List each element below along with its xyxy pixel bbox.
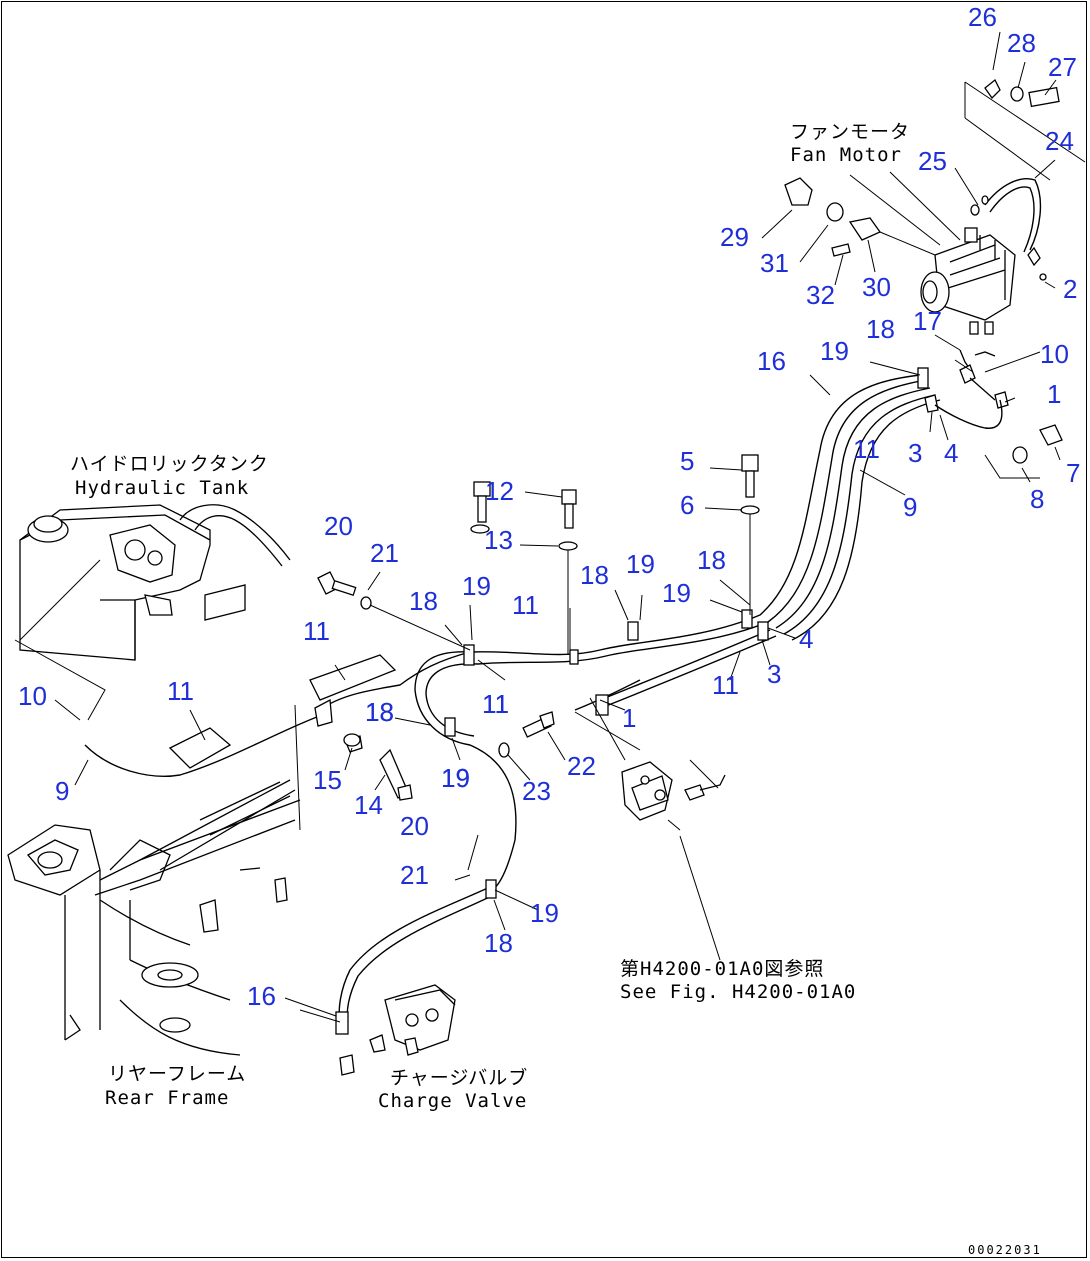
callout-21-b: 21 (400, 860, 429, 890)
callout-11-b: 11 (512, 590, 539, 620)
callout-14: 14 (354, 790, 383, 820)
callout-32: 32 (806, 280, 835, 310)
callout-8: 8 (1030, 484, 1044, 514)
callout-11-d: 11 (482, 689, 509, 719)
valve-block-see-fig (574, 697, 726, 961)
callout-4-a: 4 (944, 438, 958, 468)
callout-12: 12 (485, 476, 514, 506)
callout-1-b: 1 (622, 703, 636, 733)
callout-9-b: 9 (55, 776, 69, 806)
callout-25: 25 (918, 146, 947, 176)
fittings-29-32 (784, 177, 936, 257)
callout-21-a: 21 (370, 538, 399, 568)
callout-6: 6 (680, 490, 694, 520)
callout-18-f: 18 (365, 697, 394, 727)
hydraulic-tank-label-en: Hydraulic Tank (75, 477, 249, 499)
callout-18-b: 18 (580, 560, 609, 590)
callout-18-c: 18 (697, 545, 726, 575)
callout-18-g: 18 (484, 928, 513, 958)
charge-valve-label-jp: チャージバルブ (390, 1066, 528, 1089)
motor-fittings (924, 195, 1063, 479)
callout-19-c: 19 (662, 578, 691, 608)
callout-2: 2 (1063, 274, 1077, 304)
detail-panel (964, 81, 1086, 181)
callout-20-b: 20 (400, 811, 429, 841)
callout-31: 31 (760, 248, 789, 278)
see-fig-label-en: See Fig. H4200-01A0 (620, 981, 856, 1003)
callout-26: 26 (968, 2, 997, 32)
hose-24 (984, 178, 1042, 253)
fan-motor (920, 227, 1016, 373)
callout-11-f: 11 (167, 676, 194, 706)
callout-10-b: 10 (18, 681, 47, 711)
rear-frame-label-en: Rear Frame (105, 1087, 229, 1109)
callout-7: 7 (1066, 458, 1080, 488)
callout-19-f: 19 (441, 763, 470, 793)
callout-19-d: 19 (462, 571, 491, 601)
callout-20-a: 20 (324, 511, 353, 541)
callout-16-a: 16 (757, 346, 786, 376)
callout-19-b: 19 (626, 549, 655, 579)
callout-19-g: 19 (530, 898, 559, 928)
fastener-26-28-27 (984, 78, 1060, 108)
callout-19-e: 19 (441, 763, 470, 793)
callout-24: 24 (1045, 126, 1074, 156)
callout-11-c: 11 (303, 616, 330, 646)
rear-frame (7, 654, 397, 1056)
callout-16-b: 16 (247, 981, 276, 1011)
callout-9-a: 9 (903, 492, 917, 522)
callout-28: 28 (1007, 28, 1036, 58)
callout-19-a: 19 (820, 336, 849, 366)
callout-3-a: 3 (908, 438, 922, 468)
hydraulic-tank (14, 504, 291, 721)
callout-3-b: 3 (767, 659, 781, 689)
callout-5: 5 (680, 446, 694, 476)
callout-13: 13 (484, 525, 513, 555)
callout-11-g: 11 (482, 689, 509, 719)
callout-11-e: 11 (712, 670, 739, 700)
fan-motor-label-jp: ファンモータ (790, 121, 910, 143)
callout-1-a: 1 (1047, 379, 1061, 409)
fan-motor-label-en: Fan Motor (790, 144, 902, 166)
callout-10-a: 10 (1040, 339, 1069, 369)
callout-18-a: 18 (866, 314, 895, 344)
bolts (317, 454, 760, 801)
leader-lines (54, 31, 1061, 1017)
callout-27: 27 (1048, 52, 1077, 82)
callout-23: 23 (522, 776, 551, 806)
charge-valve (299, 984, 456, 1076)
callout-17: 17 (913, 306, 942, 336)
hydraulic-tank-label-jp: ハイドロリックタンク (70, 453, 269, 475)
callout-15: 15 (313, 765, 342, 795)
charge-valve-label-en: Charge Valve (378, 1090, 527, 1112)
rear-frame-label-jp: リヤーフレーム (108, 1063, 246, 1085)
drawing-code: 00022031 (968, 1243, 1042, 1257)
callout-18-d: 18 (409, 586, 438, 616)
callout-18-e: 18 (365, 697, 394, 727)
clamps (335, 367, 929, 1035)
callout-29: 29 (720, 222, 749, 252)
callout-11-a: 11 (853, 434, 880, 464)
see-fig-label-jp: 第H4200-01A0図参照 (620, 958, 824, 980)
callout-4-b: 4 (799, 624, 813, 654)
callout-30: 30 (862, 272, 891, 302)
callout-numbers: 26 28 27 24 25 29 31 30 32 2 17 18 10 19… (18, 2, 1080, 1011)
callout-22: 22 (567, 751, 596, 781)
